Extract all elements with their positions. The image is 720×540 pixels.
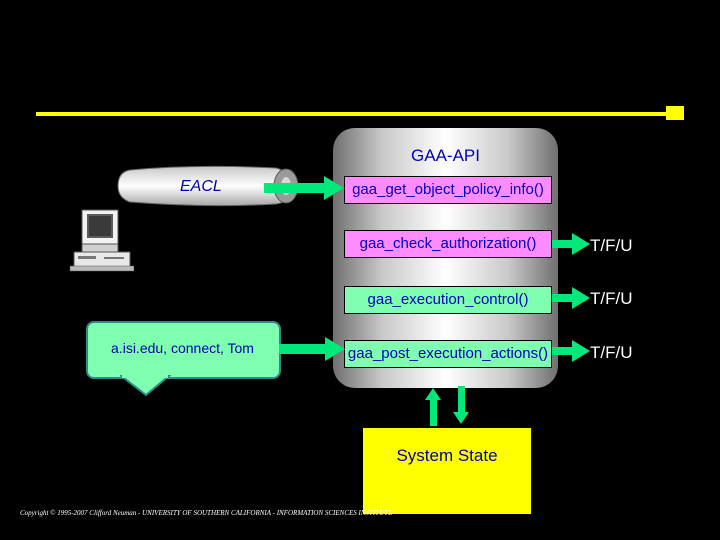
arrow-state-down (453, 386, 469, 424)
function-post-execution-actions: gaa_post_execution_actions() (344, 340, 552, 368)
result-execution-control: T/F/U (590, 289, 633, 308)
arrow-execution-control-result (552, 287, 590, 309)
function-check-authorization: gaa_check_authorization() (344, 230, 552, 258)
request-callout (86, 321, 281, 379)
arrow-state-up (425, 388, 441, 426)
title-underline-marker (666, 106, 684, 120)
system-state-label: System State (396, 446, 498, 465)
copyright-footer: Copyright © 1995-2007 Clifford Neuman - … (20, 509, 393, 517)
eacl-label: EACL (180, 178, 222, 195)
result-post-execution-actions: T/F/U (590, 343, 633, 362)
arrow-request-to-post-execution (279, 337, 345, 361)
arrow-post-execution-result (552, 340, 590, 362)
function-get-object-policy-info: gaa_get_object_policy_info() (344, 176, 552, 204)
gaa-api-title: GAA-API (411, 146, 480, 165)
arrow-check-authorization-result (552, 233, 590, 255)
arrow-eacl-to-policy-info (264, 176, 344, 200)
request-label: a.isi.edu, connect, Tom (111, 340, 254, 356)
result-check-authorization: T/F/U (590, 236, 633, 255)
function-execution-control: gaa_execution_control() (344, 286, 552, 314)
system-state-box (363, 428, 531, 514)
workstation-icon (69, 209, 134, 272)
request-callout-pointer (120, 375, 172, 397)
title-underline (36, 112, 668, 116)
